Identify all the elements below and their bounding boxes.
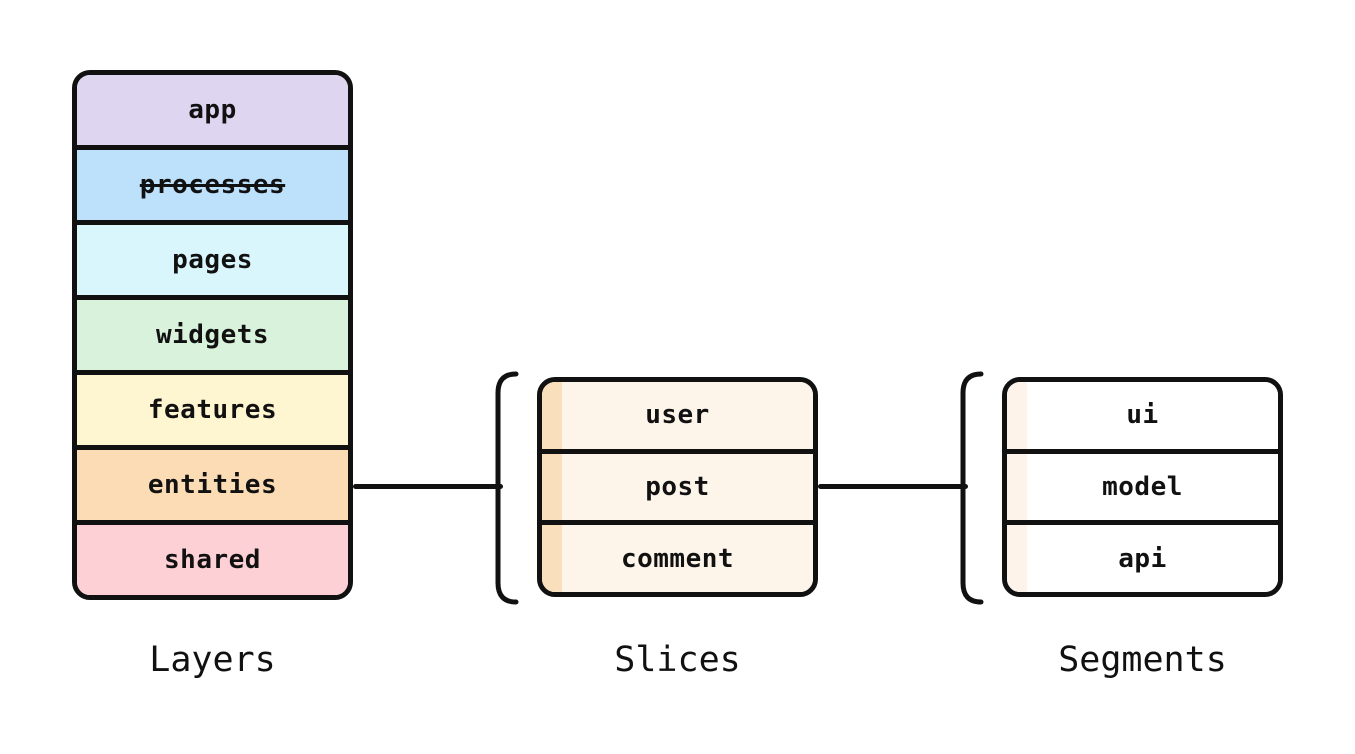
layer-row-entities: entities bbox=[77, 445, 348, 520]
segments-stack: ui model api bbox=[1002, 377, 1283, 597]
layers-caption: Layers bbox=[149, 640, 276, 680]
layer-row-pages: pages bbox=[77, 220, 348, 295]
slice-row-user: user bbox=[542, 382, 813, 449]
connector-entities-slices bbox=[353, 484, 503, 489]
segment-label-api: api bbox=[1118, 543, 1167, 574]
layer-label-shared: shared bbox=[164, 545, 261, 575]
segment-label-ui: ui bbox=[1126, 400, 1159, 431]
layer-row-app: app bbox=[77, 75, 348, 145]
layer-label-widgets: widgets bbox=[155, 320, 270, 350]
segment-label-model: model bbox=[1102, 472, 1183, 502]
bracket-icon bbox=[495, 371, 519, 605]
layer-row-widgets: widgets bbox=[77, 295, 348, 370]
layer-label-app: app bbox=[188, 95, 237, 125]
segment-row-model: model bbox=[1007, 448, 1278, 521]
layer-label-processes: processes bbox=[139, 170, 286, 200]
connector-slices-segments bbox=[818, 484, 968, 489]
slice-row-comment: comment bbox=[542, 520, 813, 592]
layer-row-shared: shared bbox=[77, 520, 348, 595]
segment-row-api: api bbox=[1007, 520, 1278, 592]
slice-label-comment: comment bbox=[620, 543, 735, 574]
layers-stack: app processes pages widgets features ent… bbox=[72, 70, 353, 600]
layer-label-entities: entities bbox=[147, 470, 278, 500]
slice-label-user: user bbox=[645, 400, 710, 431]
layer-row-features: features bbox=[77, 370, 348, 445]
layer-label-pages: pages bbox=[172, 245, 253, 275]
segments-caption: Segments bbox=[1058, 640, 1227, 680]
segment-row-ui: ui bbox=[1007, 382, 1278, 449]
slices-caption: Slices bbox=[614, 640, 741, 680]
bracket-icon bbox=[960, 371, 984, 605]
slice-label-post: post bbox=[645, 472, 710, 502]
slice-row-post: post bbox=[542, 448, 813, 521]
slices-stack: user post comment bbox=[537, 377, 818, 597]
layer-row-processes: processes bbox=[77, 145, 348, 220]
layer-label-features: features bbox=[147, 395, 278, 425]
